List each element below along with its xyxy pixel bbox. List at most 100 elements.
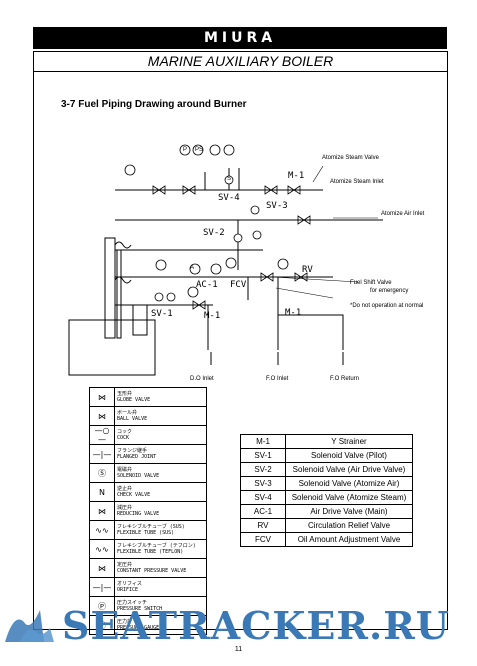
legend-en: BALL VALVE <box>117 416 148 422</box>
legend-en: GLOBE VALVE <box>117 397 151 403</box>
abbr-desc: Circulation Relief Valve <box>285 518 413 533</box>
abbr-desc: Oil Amount Adjustment Valve <box>285 532 413 547</box>
constant-pressure-valve-icon: ⋈ <box>89 558 115 578</box>
page-number: 11 <box>234 646 243 653</box>
abbr-code: SV-3 <box>240 476 286 491</box>
page-frame: MARINE AUXILIARY BOILER <box>33 51 448 630</box>
legend-jp: 圧力スイッチ <box>117 600 148 606</box>
abbr-desc: Solenoid Valve (Atomize Air) <box>285 476 413 491</box>
callout-atomize-steam-inlet: Atomize Steam Inlet <box>330 179 384 185</box>
pressure-gauge-icon: Ⓟ <box>89 615 115 635</box>
globe-valve-icon: ⋈ <box>89 387 115 407</box>
burner-gun <box>104 237 116 339</box>
label-sv1: SV-1 <box>151 309 173 319</box>
abbr-code: M-1 <box>240 434 286 449</box>
brand-banner: MIURA <box>33 27 447 49</box>
label-rv: RV <box>302 265 313 275</box>
orifice-icon: —|— <box>89 577 115 597</box>
label-sv3: SV-3 <box>266 201 288 211</box>
legend-en: CHECK VALVE <box>117 492 151 498</box>
gauge-label-ps: PS <box>195 147 204 153</box>
callout-fuel-shift-valve: Fuel Shift Valve <box>350 280 392 286</box>
check-valve-icon: N <box>89 482 115 502</box>
legend-jp: フランジ継手 <box>117 448 148 454</box>
callout-atomize-air-inlet: Atomize Air Inlet <box>381 211 425 217</box>
legend-jp: コック <box>117 429 133 435</box>
legend-jp: ボール弁 <box>117 410 138 416</box>
label-m1-left: M-1 <box>204 311 221 321</box>
legend-en: PRESSURE SWITCH <box>117 606 163 612</box>
label-m1-right: M-1 <box>285 308 302 318</box>
callout-atomize-steam-valve: Atomize Steam Valve <box>322 155 379 161</box>
abbr-desc: Y Strainer <box>285 434 413 449</box>
flexible-tube-sus-icon: ∿∿ <box>89 520 115 540</box>
legend-en: PRESSURE GAUGE <box>117 625 160 631</box>
watermark-text: SEATRACKER.RU <box>62 603 450 648</box>
legend-row: ∿∿フレキシブルチューブ (SUS)FLEXIBLE TUBE (SUS) <box>89 520 207 540</box>
burner-body <box>68 319 156 376</box>
fuel-line <box>115 276 333 300</box>
pilot-line <box>115 304 213 350</box>
legend-en: ORIFICE <box>117 587 139 593</box>
legend-en: FLANGED JOINT <box>117 454 157 460</box>
ball-valve-icon: ⋈ <box>89 406 115 426</box>
legend-jp: オリフィス <box>117 581 142 587</box>
callout-do-inlet: D.O Inlet <box>190 376 214 382</box>
flanged-joint-icon: —|— <box>89 444 115 464</box>
label-ac1: AC-1 <box>196 280 218 290</box>
abbr-code: FCV <box>240 532 286 547</box>
solenoid-valve-icon: Ⓢ <box>89 463 115 483</box>
abbr-desc: Solenoid Valve (Pilot) <box>285 448 413 463</box>
callout-for-emergency: for emergency <box>370 288 409 294</box>
fuel-piping-diagram <box>68 144 383 376</box>
legend-jp: 圧力計 <box>117 619 133 625</box>
legend-jp: 定圧弁 <box>117 562 133 568</box>
label-m1-top: M-1 <box>288 171 305 181</box>
return-line <box>277 277 344 350</box>
document-subtitle: MARINE AUXILIARY BOILER <box>34 52 447 72</box>
legend-en: CONSTANT PRESSURE VALVE <box>117 568 187 574</box>
legend-en: FLEXIBLE TUBE (SUS) <box>117 530 175 536</box>
abbr-code: SV-4 <box>240 490 286 505</box>
reducing-valve-icon: ⋈ <box>89 501 115 521</box>
legend-en: FLEXIBLE TUBE (TEFLON) <box>117 549 184 555</box>
legend-jp: 逆止弁 <box>117 486 133 492</box>
abbr-desc: Solenoid Valve (Air Drive Valve) <box>285 462 413 477</box>
abbr-code: RV <box>240 518 286 533</box>
gauge-label-p: P <box>183 147 188 153</box>
callout-fo-inlet: F.O Inlet <box>266 376 289 382</box>
label-sv4: SV-4 <box>218 193 240 203</box>
abbr-desc: Solenoid Valve (Atomize Steam) <box>285 490 413 505</box>
gauge-label-s: S <box>227 176 232 182</box>
gauge-label-a: A <box>190 265 195 271</box>
abbr-code: SV-2 <box>240 462 286 477</box>
abbr-code: AC-1 <box>240 504 286 519</box>
legend-en: SOLENOID VALVE <box>117 473 160 479</box>
legend-en: REDUCING VALVE <box>117 511 160 517</box>
label-sv2: SV-2 <box>203 228 225 238</box>
legend-jp: 玉形弁 <box>117 391 133 397</box>
flexible-tube-teflon-icon: ∿∿ <box>89 539 115 559</box>
legend-jp: フレキシブルチューブ (テフロン) <box>117 543 196 549</box>
section-title: 3-7 Fuel Piping Drawing around Burner <box>61 99 247 110</box>
callout-note: *Do not operation at normal <box>350 303 424 309</box>
